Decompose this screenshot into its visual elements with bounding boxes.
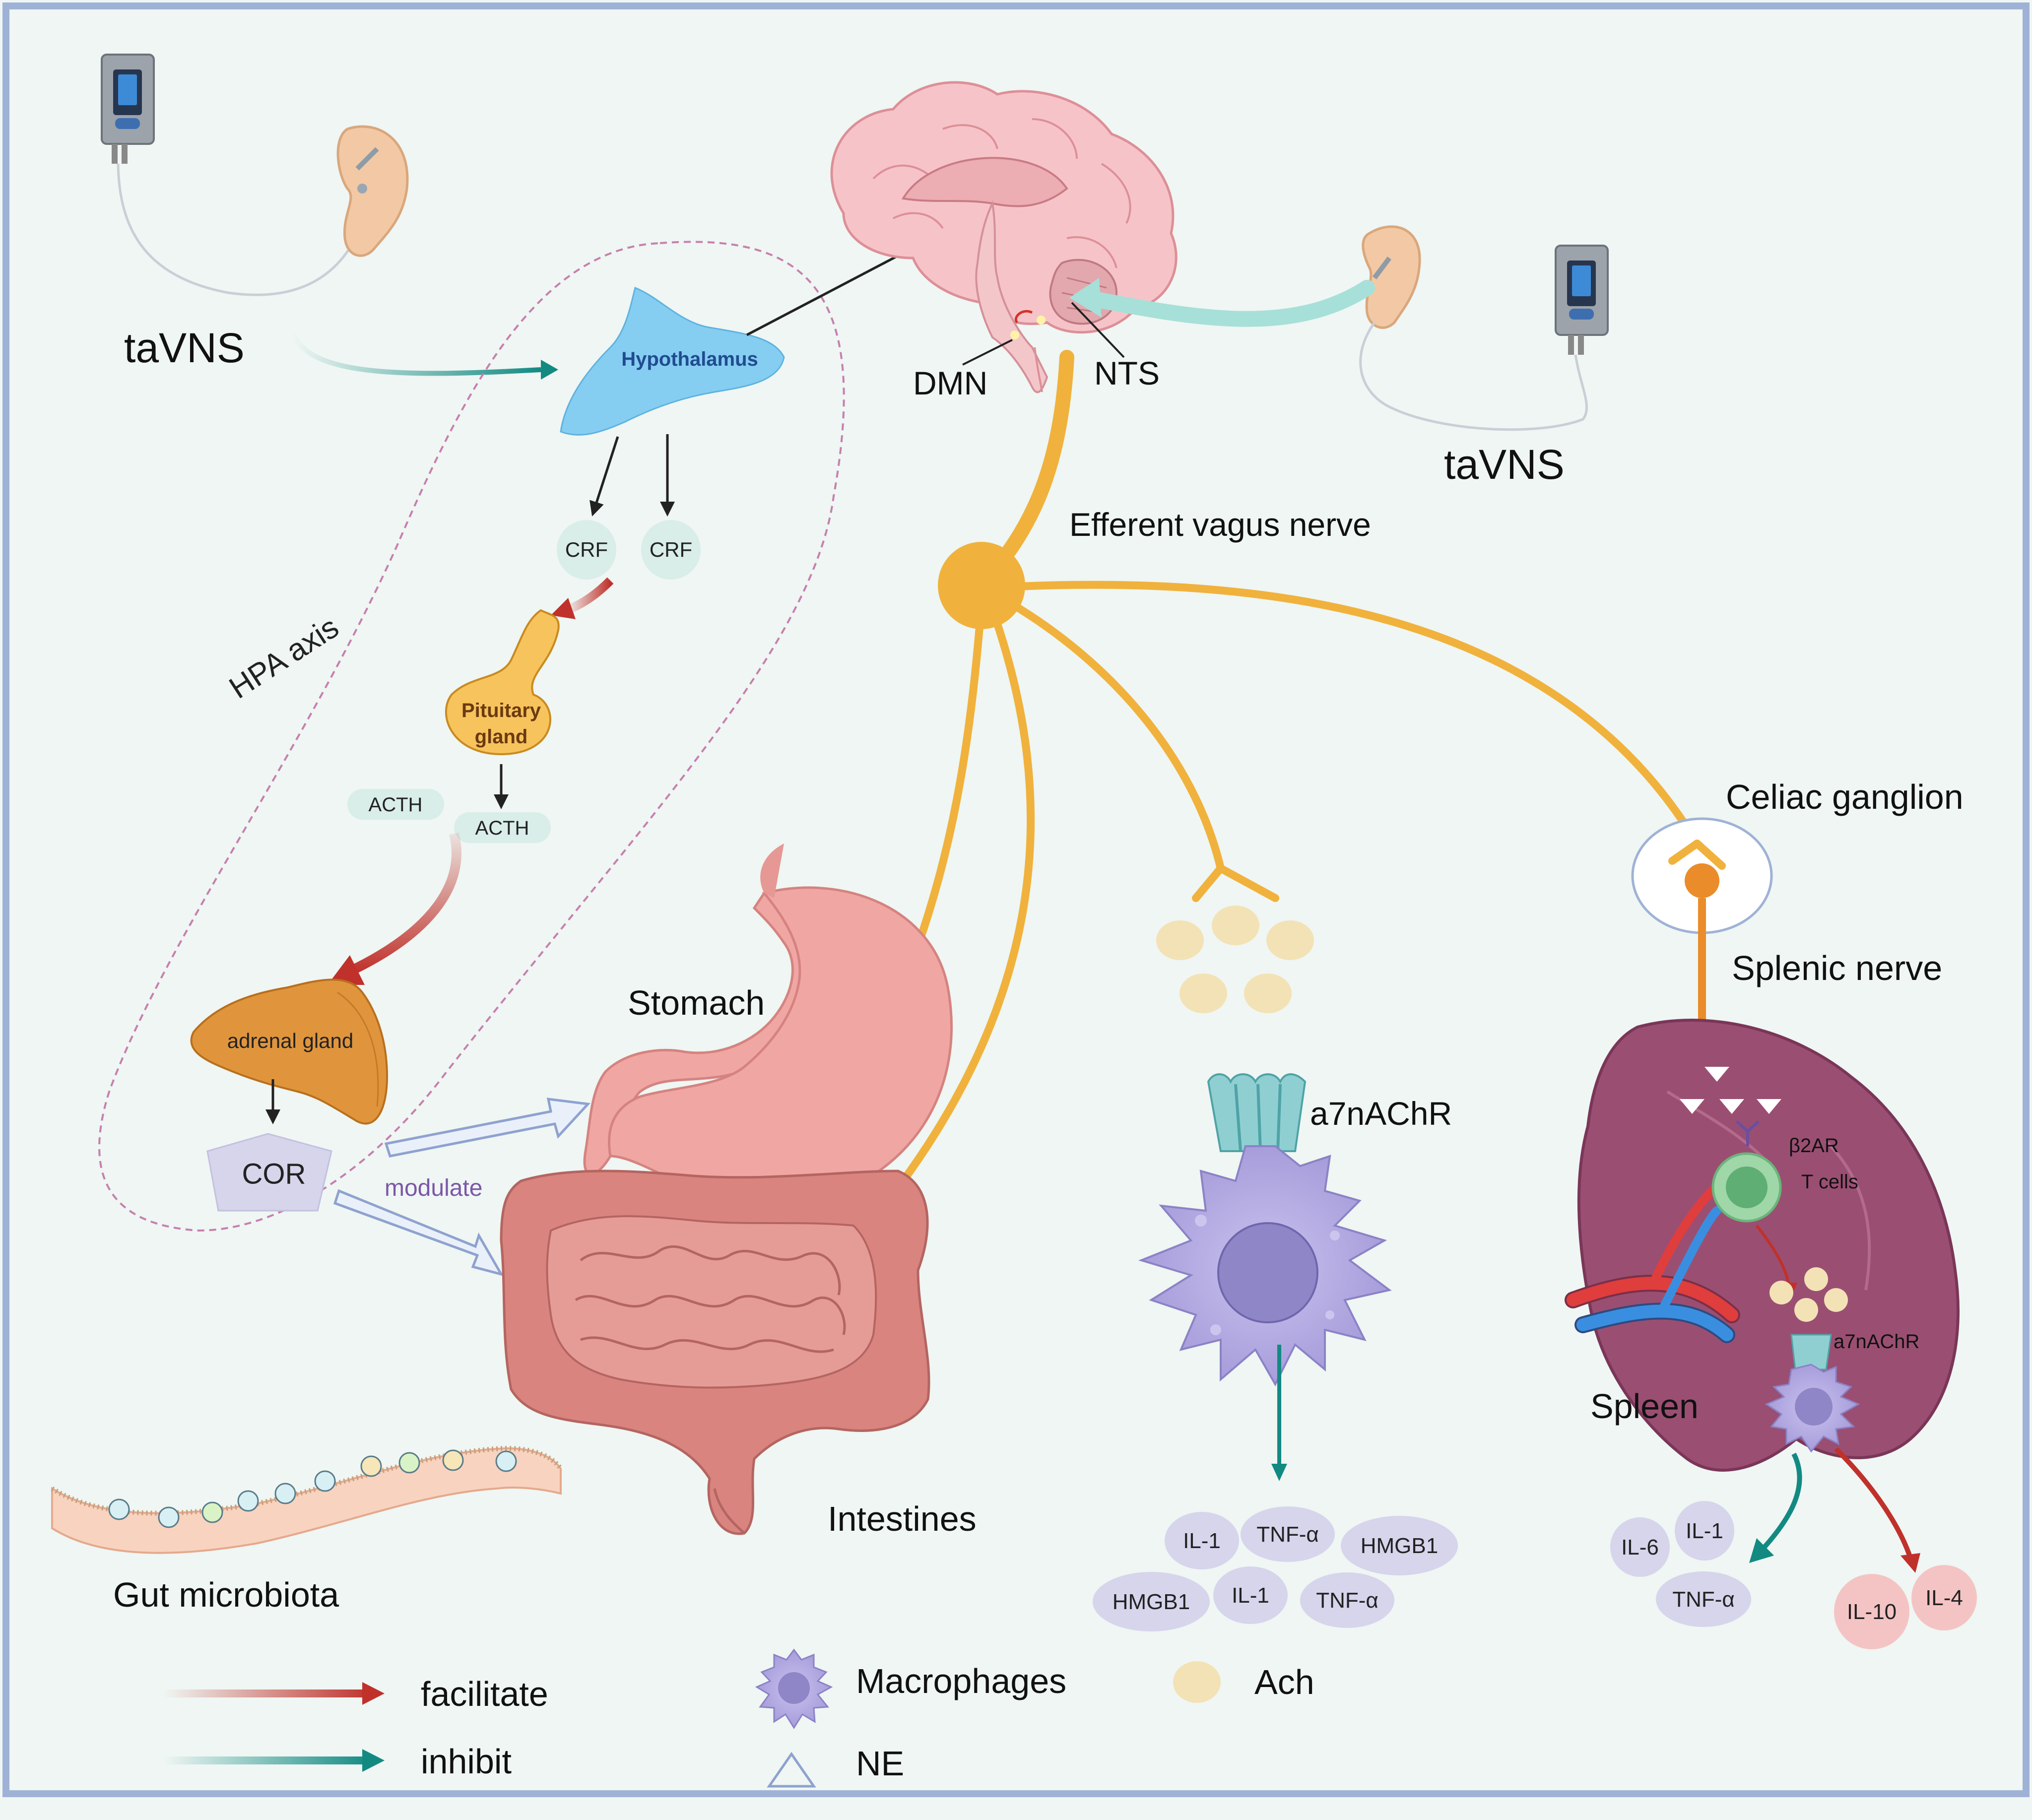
crf-label: CRF [565,538,608,561]
b2ar-label: β2AR [1789,1135,1839,1157]
spleen-facilitate-arrow [1834,1447,1913,1559]
spleen-macrophage-icon [1765,1364,1860,1453]
ne-triangles [1680,1067,1781,1114]
adrenal-gland-label: adrenal gland [227,1029,354,1052]
acth-facilitate-arrow [345,832,461,977]
nts-label: NTS [1094,355,1160,391]
legend-inhibit-arrow [164,1756,372,1764]
gut-microbiota-illustration [51,1446,563,1554]
gut-microbiota-label: Gut microbiota [113,1575,339,1614]
cytokine-tnf: TNF-α [1316,1588,1378,1613]
cor-label: COR [242,1158,306,1190]
pituitary-label-line1: Pituitary [461,700,541,721]
macrophage-cell-icon [1138,1145,1392,1387]
crf-bubble [557,520,616,580]
legend-ne-triangle-icon [767,1752,816,1788]
cytokine-tnf: TNF-α [1672,1587,1735,1612]
tavns-right-label: taVNS [1444,441,1565,488]
celiac-ganglion-neuron [1685,863,1719,898]
cytokine-il1: IL-1 [1183,1529,1221,1553]
cytokine-il1: IL-1 [1686,1519,1723,1543]
ach-vesicles [1156,906,1314,1013]
legend-ach-label: Ach [1254,1663,1314,1701]
cor-pentagon [206,1133,332,1212]
celiac-ganglion-label: Celiac ganglion [1726,778,1964,816]
cytokine-il1: IL-1 [1232,1583,1269,1608]
spleen-a7nachr-receptor-icon [1790,1334,1832,1370]
legend-facilitate-label: facilitate [421,1675,548,1713]
dmn-label: DMN [913,365,987,401]
legend-macrophages-label: Macrophages [856,1662,1066,1700]
tavns-right-inhibit-arrow [1079,280,1375,327]
cytokine-il10: IL-10 [1847,1600,1897,1624]
splenic-nerve-label: Splenic nerve [1732,949,1942,987]
adrenal-gland-shape [190,978,389,1125]
crf-bubble [641,520,701,580]
spleen-label: Spleen [1590,1387,1699,1426]
cytokine-cluster-spleen [1610,1501,1977,1649]
legend-facilitate-arrow [164,1690,372,1697]
cytokine-cluster-center [1093,1506,1458,1631]
efferent-vagus-label: Efferent vagus nerve [1069,506,1371,543]
vagus-node [938,542,1025,629]
crf-label: CRF [650,538,692,561]
legend-ach-icon [1173,1661,1221,1703]
b2ar-receptor-icon [1735,1120,1760,1146]
hpa-axis-outline [98,241,845,1232]
modulate-label: modulate [385,1175,482,1201]
tavns-left-label: taVNS [124,325,245,371]
cytokine-il4: IL-4 [1925,1586,1963,1610]
t-cells-label: T cells [1801,1171,1858,1193]
cytokine-il6: IL-6 [1621,1535,1659,1560]
cytokine-tnf: TNF-α [1256,1522,1319,1547]
intestines-illustration [500,1170,930,1535]
ear-left-icon [336,125,409,257]
pituitary-label-line2: gland [475,726,528,748]
tavns-device-right [1359,245,1609,431]
acth-pill [454,812,551,843]
acth-pill [347,789,444,820]
stomach-label: Stomach [628,983,765,1022]
a7nachr-receptor-icon [1207,1073,1307,1152]
tavns-left-inhibit-arrow [290,331,541,376]
hypothalamus-label: Hypothalamus [621,348,758,370]
intestines-label: Intestines [828,1499,977,1538]
legend-inhibit-label: inhibit [421,1742,512,1781]
spleen-ach-vesicles [1770,1267,1848,1322]
hypothalamus-shape [560,286,785,436]
acth-label: ACTH [369,794,423,816]
spleen-inhibit-arrow [1757,1452,1802,1555]
legend-macrophage-icon [755,1648,833,1729]
legend: facilitate inhibit Macrophages NE Ach [164,1648,1314,1788]
splenic-blood-vessels [1565,1186,1740,1343]
spleen-illustration [1577,1019,1960,1472]
spleen-a7nachr-label: a7nAChR [1834,1331,1919,1353]
legend-ne-label: NE [856,1744,904,1783]
cytokine-hmgb1: HMGB1 [1113,1590,1190,1614]
acth-label: ACTH [475,817,529,839]
cytokine-hmgb1: HMGB1 [1361,1534,1438,1558]
modulate-arrows [333,1098,591,1276]
tavns-device-left [101,54,369,296]
a7nachr-label: a7nAChR [1310,1095,1452,1132]
ear-right-icon [1362,225,1421,329]
pituitary-gland-shape [445,609,560,756]
